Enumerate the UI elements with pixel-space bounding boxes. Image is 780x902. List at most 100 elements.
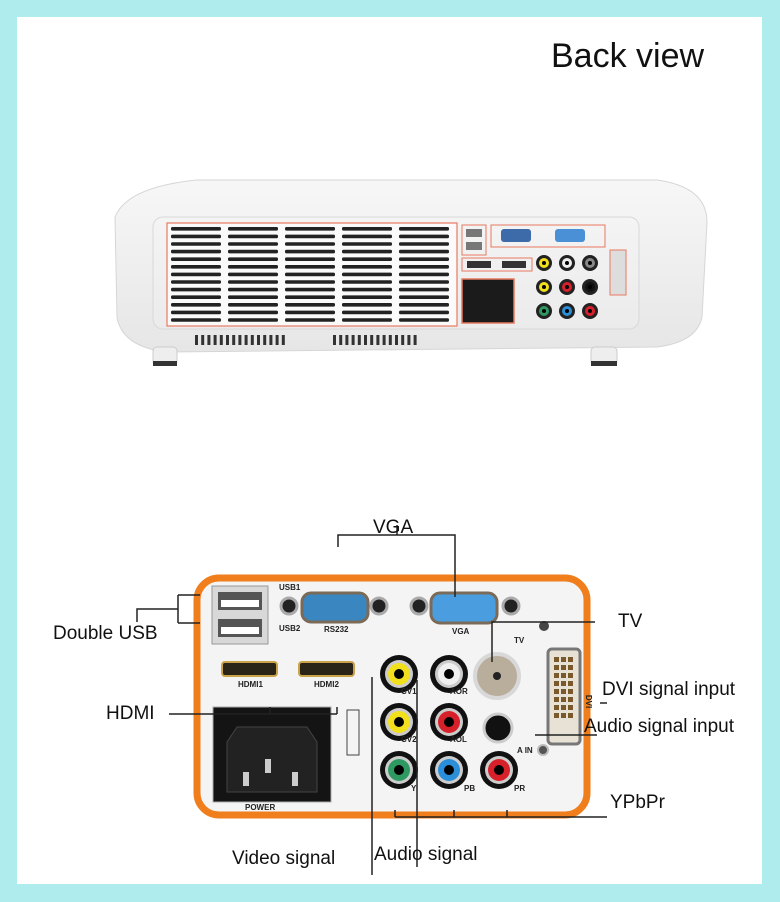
bottom-vent-slot <box>263 335 267 345</box>
vent-slot <box>399 249 449 254</box>
label-hdmi2: HDMI2 <box>314 680 339 689</box>
callout-ypbpr: YPbPr <box>610 792 665 813</box>
dvi-port <box>546 647 582 746</box>
vent-slot <box>171 257 221 261</box>
vent-slot <box>342 295 392 299</box>
bottom-vent-slot <box>213 335 217 345</box>
bottom-vent-slot <box>195 335 198 345</box>
vent-slot <box>285 303 335 307</box>
vent-slot <box>342 303 392 307</box>
vent-slot <box>228 227 278 231</box>
vent-slot <box>342 257 392 261</box>
vent-slot <box>228 295 278 299</box>
bottom-vent-slot <box>413 335 417 345</box>
dvi-pin <box>568 665 573 670</box>
label-aor: AOR <box>450 687 468 696</box>
bottom-vent-slot <box>333 335 336 345</box>
hdmi2-port <box>298 661 355 677</box>
bottom-vent-slot <box>407 335 411 345</box>
dvi-pin <box>554 697 559 702</box>
rs232-port <box>300 591 370 624</box>
vent-slot <box>228 257 278 261</box>
callout-lines <box>136 525 607 875</box>
callout-vga: VGA <box>373 517 414 538</box>
dvi-pin <box>554 705 559 710</box>
bottom-vent-slot <box>388 335 392 345</box>
vent-slot <box>171 242 221 246</box>
vent-slot <box>228 280 278 284</box>
vent-slot <box>342 280 392 284</box>
label-rs232: RS232 <box>324 625 349 634</box>
power-box-small <box>461 278 515 324</box>
page-title: Back view <box>551 37 705 75</box>
bottom-vent-slot <box>244 335 248 345</box>
vent-slot <box>342 234 392 239</box>
vent-slot <box>285 234 335 239</box>
hdmi-box-small <box>461 257 533 272</box>
callout-tv: TV <box>618 611 643 632</box>
dvi-pin <box>554 713 559 718</box>
audio-in-jack <box>482 712 514 744</box>
bottom-vent-slot <box>207 335 211 345</box>
hdmi1-port <box>221 661 278 677</box>
dvi-pin <box>554 681 559 686</box>
bottom-vents <box>195 335 417 345</box>
vent-slot <box>228 303 278 307</box>
vent-slot <box>399 295 449 299</box>
vent-slot <box>342 287 392 292</box>
vent-slot <box>171 287 221 292</box>
bottom-vent-slot <box>226 335 229 345</box>
vent-slot <box>171 318 221 322</box>
label-tv: TV <box>514 636 525 645</box>
bottom-vent-slot <box>281 335 285 345</box>
dvi-pin <box>554 673 559 678</box>
dvi-pin <box>561 665 566 670</box>
label-usb2: USB2 <box>279 624 301 633</box>
vent-slot <box>342 227 392 231</box>
callout-dvi: DVI signal input <box>602 679 736 700</box>
product-image-canvas: Back view <box>17 17 762 884</box>
label-aol: AOL <box>450 735 467 744</box>
vent-slot <box>171 280 221 284</box>
bottom-vent-slot <box>401 335 405 345</box>
rca-jacks-small <box>536 255 598 319</box>
vent-slot <box>228 310 278 315</box>
dvi-pin <box>561 657 566 662</box>
dvi-pin <box>561 705 566 710</box>
vent-slot <box>171 249 221 254</box>
dvi-pin <box>568 689 573 694</box>
label-usb1: USB1 <box>279 583 301 592</box>
bottom-vent-slot <box>351 335 355 345</box>
vent-slot <box>228 287 278 292</box>
vent-slot <box>342 242 392 246</box>
label-dvi: DVI <box>584 694 594 709</box>
vent-slot <box>399 257 449 261</box>
vent-slot <box>171 303 221 307</box>
vent-slot <box>228 265 278 269</box>
vent-slot <box>285 242 335 246</box>
label-cv1: CV1 <box>401 687 417 696</box>
vent-slot <box>285 280 335 284</box>
callout-double-usb: Double USB <box>53 623 158 644</box>
dvi-pin <box>561 681 566 686</box>
callout-hdmi: HDMI <box>106 703 155 724</box>
bottom-vent-slot <box>250 335 254 345</box>
vent-slot <box>171 295 221 299</box>
vent-slot <box>171 310 221 315</box>
bottom-vent-slot <box>269 335 273 345</box>
vent-slot <box>285 318 335 322</box>
usb-box-small <box>461 224 487 256</box>
bottom-vent-slot <box>345 335 349 345</box>
dvi-pin <box>554 689 559 694</box>
bottom-vent-slot <box>382 335 386 345</box>
vent-slot <box>342 318 392 322</box>
vent-slot <box>171 265 221 269</box>
dvi-pin <box>561 673 566 678</box>
vent-slot <box>399 287 449 292</box>
bottom-vent-slot <box>219 335 223 345</box>
callout-audio-signal: Audio signal <box>374 844 478 865</box>
bottom-vent-slot <box>232 335 236 345</box>
vga-port <box>429 591 499 625</box>
vent-slot <box>399 265 449 269</box>
label-y: Y <box>411 784 417 793</box>
